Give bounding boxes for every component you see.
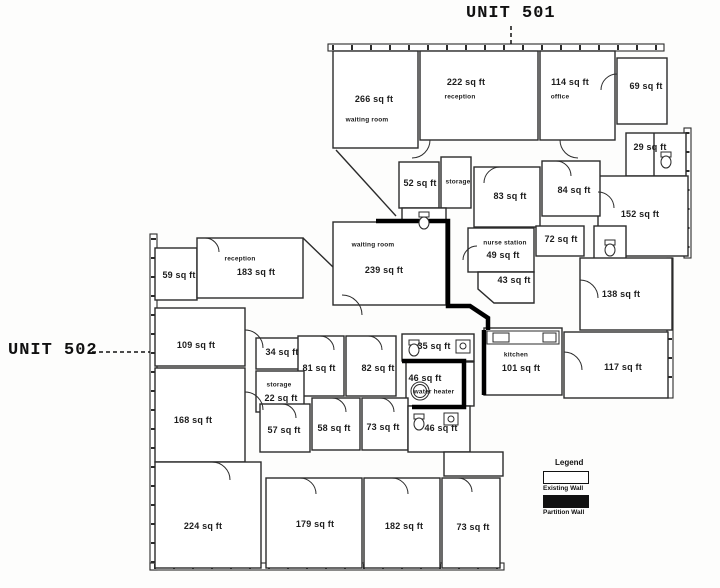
legend-swatch-outline (543, 471, 589, 484)
legend-item: Partition Wall (543, 495, 643, 516)
toilet-icon (418, 211, 430, 230)
partition-walls (376, 218, 491, 410)
unit502-title: UNIT 502 (8, 341, 98, 360)
legend-item-label: Partition Wall (543, 509, 585, 516)
legend-swatch-filled (543, 495, 589, 508)
diagonal-corridor-wall (335, 149, 397, 217)
legend-item: Existing Wall (543, 471, 643, 492)
diagonal-reception-wall (302, 237, 334, 268)
toilet-icon (604, 239, 616, 257)
sink-icon (443, 412, 459, 426)
unit501-title: UNIT 501 (466, 4, 556, 23)
toilet-icon (408, 339, 420, 357)
kitchen-counter (486, 330, 560, 345)
toilet-icon (660, 151, 672, 169)
door-arcs (204, 73, 618, 495)
legend-title: Legend (555, 458, 584, 467)
leader-lines (92, 26, 512, 353)
fixtures (408, 151, 672, 431)
legend-item-label: Existing Wall (543, 485, 584, 492)
toilet-icon (413, 413, 425, 431)
water-heater-icon (410, 381, 430, 401)
sink-icon (455, 339, 471, 354)
unit502-rooms (154, 237, 504, 569)
